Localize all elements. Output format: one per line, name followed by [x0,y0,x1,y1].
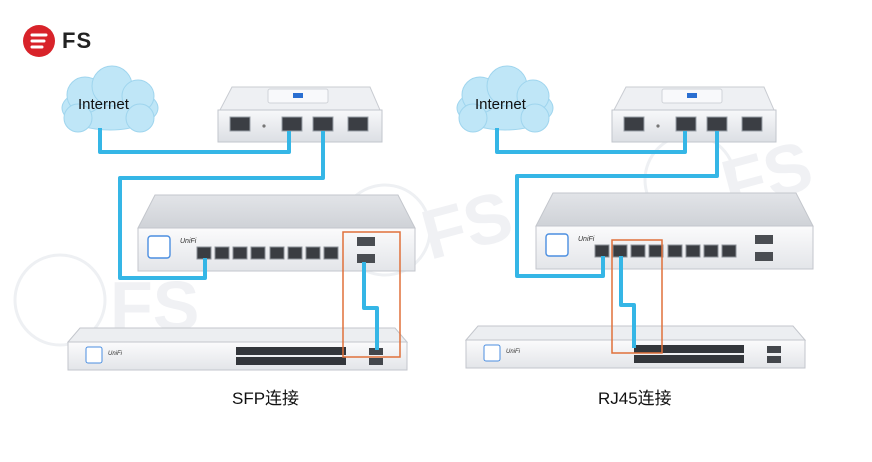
fs-logo: FS [22,24,92,58]
security-gateway [611,86,777,143]
cables [98,128,379,350]
switch-brand-label: UniFi [180,238,197,245]
internet-cloud [61,65,159,133]
switch-8-port: UniFi [535,192,814,270]
internet-label: Internet [475,96,526,113]
left-diagram: UniFi UniFi [61,65,416,371]
rack-switch-brand: UniFi [108,351,123,357]
svg-text:FS: FS [414,176,521,274]
internet-label: Internet [78,96,129,113]
cables [495,128,719,348]
rack-switch-brand: UniFi [506,349,521,355]
sfp-highlight-box [342,231,401,358]
right-diagram: UniFi UniFi [456,65,814,369]
fs-logo-text: FS [62,28,93,53]
rj45-highlight-box [611,239,663,354]
rj45-caption: RJ45连接 [598,389,672,408]
fs-logo-icon [23,25,55,57]
switch-brand-label: UniFi [578,236,595,243]
sfp-caption: SFP连接 [232,389,300,408]
security-gateway [217,86,383,143]
internet-cloud [456,65,554,133]
switch-24-port: UniFi [66,327,409,371]
switch-8-port: UniFi [137,194,416,272]
